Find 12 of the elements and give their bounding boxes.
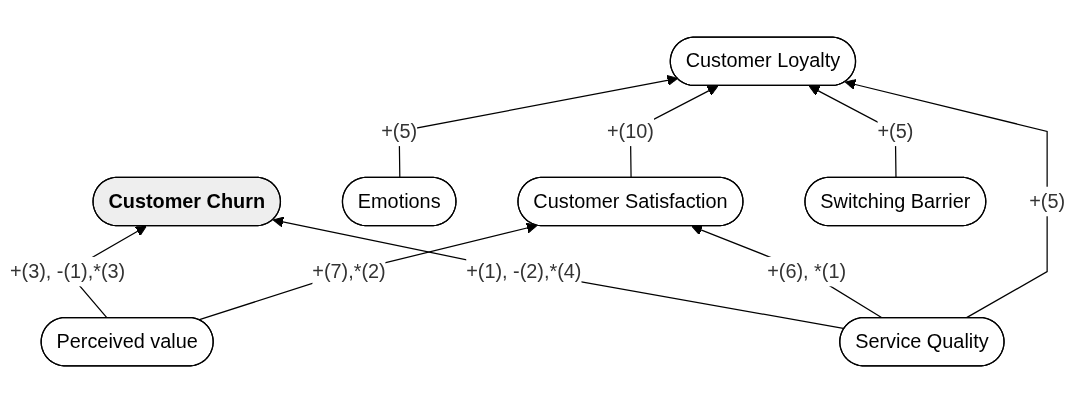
arrow [272, 216, 846, 330]
arrow [844, 79, 1048, 319]
edge-label: +(1), -(2),*(4) [466, 260, 582, 282]
edge-label: +(3), -(1),*(3) [9, 260, 126, 282]
arrow [198, 222, 538, 321]
edge-label: +(5) [1029, 190, 1066, 212]
edge-label: +(10) [607, 120, 654, 142]
edge-label: +(5) [381, 120, 418, 142]
edge-label: +(7),*(2) [312, 260, 386, 282]
edge-label: +(6), *(1) [767, 260, 847, 282]
arrow [398, 74, 678, 179]
edge-label: +(5) [877, 120, 914, 142]
